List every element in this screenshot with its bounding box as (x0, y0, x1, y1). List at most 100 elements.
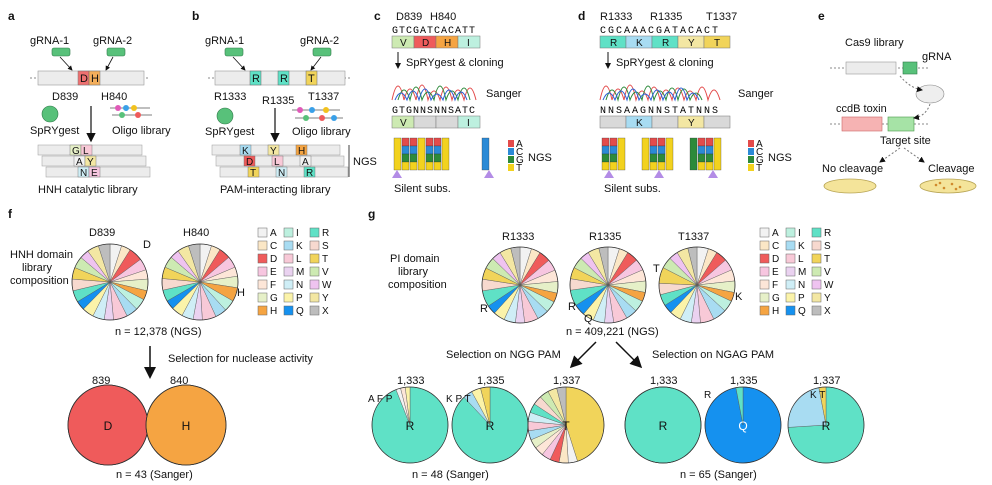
grna1-bar-b (224, 47, 244, 57)
legend-g-swatch-x (811, 305, 822, 316)
selection-label-f: Selection for nuclease activity (168, 353, 313, 365)
legend-f-letter-q: Q (296, 306, 304, 317)
ngs-c-cell-5-1 (433, 145, 442, 155)
ngs-c-cell-5-3 (433, 161, 442, 171)
residue-d-1: R1335 (650, 11, 682, 23)
legend-f-letter-k: K (296, 241, 303, 252)
legend-f-letter-v: V (322, 267, 329, 278)
ngs-c-cell-2-0 (409, 137, 418, 147)
lib-letter-b-7: N (278, 168, 285, 179)
panel-letter-b: b (192, 9, 199, 23)
oligo-label-b: Oligo library (292, 126, 351, 138)
pie-d839-outline (71, 243, 149, 321)
ngs-label-d: NGS (768, 152, 792, 164)
lib-letter-a-4: N (80, 168, 87, 179)
lib-letter-b-1: Y (270, 146, 277, 157)
grna2-bar-b (312, 47, 332, 57)
caption-a: HNH catalytic library (38, 184, 138, 196)
pie-1333-ngg-outline (371, 386, 449, 464)
ngs-d-cell-7-2 (657, 153, 666, 163)
silent-marker-d1 (604, 170, 614, 178)
cas9-protein-icon (915, 84, 945, 104)
pie-839-selected: D (67, 384, 149, 466)
pie-1337-ngg-outline (527, 386, 605, 464)
ngs-d-cell-6-2 (649, 153, 658, 163)
legend-f-swatch-h (257, 305, 268, 316)
ngs-c-cell-3-3 (417, 137, 426, 171)
grna1-label-a: gRNA-1 (30, 35, 69, 47)
legend-g-letter-e: E (772, 267, 779, 278)
aa-top-d-4: T (714, 38, 720, 49)
grna-gene (902, 61, 918, 75)
plate-with-colonies (919, 178, 977, 194)
target-site-box (887, 116, 915, 132)
legend-g-swatch-i (785, 227, 796, 238)
base-c-t: T (516, 163, 522, 174)
silent-marker-d3 (708, 170, 718, 178)
residue-d839-label: D839 (52, 91, 78, 103)
aa-bottom-c-0: V (400, 118, 407, 129)
legend-f-swatch-i (283, 227, 294, 238)
residue-box-h (88, 70, 101, 86)
ngs-label-b: NGS (353, 156, 377, 168)
pie-1335-ngg-center-label: R (486, 419, 495, 433)
grna2-bar (106, 47, 126, 57)
legend-f-letter-t: T (322, 254, 328, 265)
pie-annot2-g-2: K (735, 291, 743, 303)
ngs-c-cell-0-3 (393, 137, 402, 171)
silent-label-d: Silent subs. (604, 183, 661, 195)
ngs-d-cell-12-0 (697, 137, 706, 147)
aa-track-top-c (391, 35, 481, 49)
ngs-d-cell-0-2 (601, 153, 610, 163)
ngs-d-cell-13-3 (705, 161, 714, 171)
expression-arrow (899, 75, 923, 93)
side-label-g-2: composition (388, 279, 447, 291)
ngag-small-2: K T (810, 390, 825, 401)
ngag-title-0: 1,333 (650, 375, 678, 387)
silent-label-c: Silent subs. (394, 183, 451, 195)
pie-title-f-1: H840 (183, 227, 209, 239)
legend-g-letter-s: S (824, 241, 831, 252)
ngs-d-cell-7-3 (657, 161, 666, 171)
legend-g-swatch-f (759, 279, 770, 290)
side-label-f-0: HNH domain (10, 249, 73, 261)
cas9-gene (845, 61, 897, 75)
pies-f (71, 243, 239, 321)
legend-f-swatch-x (309, 305, 320, 316)
legend-f-letter-i: I (296, 228, 299, 239)
pie-1337-ngag: R (787, 386, 865, 464)
legend-f-letter-d: D (270, 254, 277, 265)
cut-arrow-b1 (232, 56, 246, 71)
pie-840-selected: H (145, 384, 227, 466)
legend-g-swatch-p (785, 292, 796, 303)
aa-top-d-2: R (662, 38, 669, 49)
aa-track-top-d (599, 35, 731, 49)
ngag-title-1: 1,335 (730, 375, 758, 387)
pie-annot-f-0: D (143, 239, 151, 251)
targeting-arrow (913, 103, 931, 121)
residue-h840-label: H840 (101, 91, 127, 103)
ngag-small-1: R (704, 390, 711, 401)
pie-t1337 (658, 246, 736, 324)
lib-letter-b-6: T (250, 168, 256, 179)
legend-g-letter-v: V (824, 267, 831, 278)
legend-g-letter-a: A (772, 228, 779, 239)
legend-f-letter-g: G (270, 293, 278, 304)
silent-marker-c1 (392, 170, 402, 178)
ngs-c-cell-6-3 (441, 137, 450, 171)
legend-g-swatch-w (811, 279, 822, 290)
arrow-ngag (615, 341, 643, 369)
legend-f-letter-c: C (270, 241, 277, 252)
sprygest-label-b: SpRYgest (205, 126, 254, 138)
grna2-label-b: gRNA-2 (300, 35, 339, 47)
target-label: Target site (880, 135, 931, 147)
pie-1337-ngg-center-label: T (562, 419, 570, 433)
pie-annot-g-0: R (480, 303, 488, 315)
ngs-d-cell-7-1 (657, 145, 666, 155)
pie-r1333 (481, 246, 559, 324)
pie-title-g-2: T1337 (678, 231, 709, 243)
ngs-d-cell-8-3 (665, 137, 674, 171)
panel-g: g PI domain library composition R1333 R1… (368, 207, 865, 481)
pie-title-g-1: R1335 (589, 231, 621, 243)
cleavage-label: Cleavage (928, 163, 974, 175)
